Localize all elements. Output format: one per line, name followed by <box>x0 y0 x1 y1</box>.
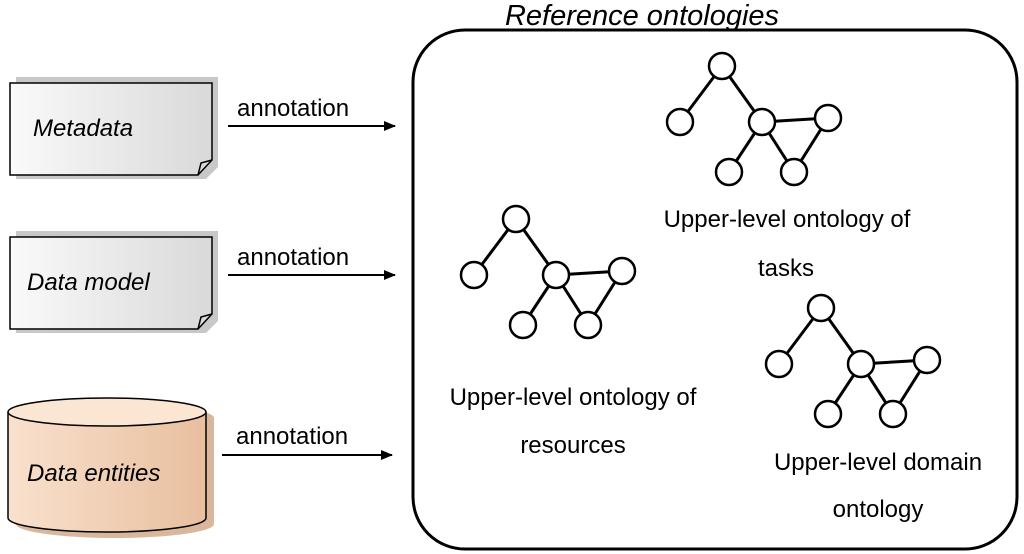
data-model-label: Data model <box>27 269 150 296</box>
data-model-document: Data model <box>9 231 218 333</box>
ontology-label-resources-line2: resources <box>520 432 625 459</box>
graph-node <box>607 256 637 286</box>
graph-node <box>912 345 942 375</box>
ontology-graph-domain <box>764 293 942 429</box>
diagram-title: Reference ontologies <box>505 0 779 32</box>
graph-node <box>501 204 531 234</box>
graph-node <box>806 293 836 323</box>
graph-node <box>846 349 876 379</box>
ontology-label-domain-line2: ontology <box>833 496 924 523</box>
metadata-document: Metadata <box>9 77 218 179</box>
graph-node <box>665 107 695 137</box>
graph-node <box>541 260 571 290</box>
graph-node <box>813 399 843 429</box>
ontology-label-domain-line1: Upper-level domain <box>774 449 982 476</box>
graph-node <box>508 310 538 340</box>
graph-node <box>779 157 809 187</box>
graph-node <box>573 310 603 340</box>
metadata-document-fold <box>197 159 213 176</box>
reference-ontologies-box <box>411 28 1019 551</box>
data-entities-cylinder: Data entities <box>7 397 214 538</box>
ontology-label-tasks-line2: tasks <box>758 255 814 282</box>
ontology-graph-tasks <box>665 51 843 187</box>
annotation-label: annotation <box>237 95 349 122</box>
data-model-document-shape <box>9 236 213 330</box>
metadata-document-shape <box>9 82 213 176</box>
data-entities-cylinder-body <box>7 412 207 533</box>
annotation-arrow-data-entities: annotation <box>222 423 393 460</box>
metadata-label: Metadata <box>33 115 133 142</box>
annotation-label: annotation <box>236 423 348 450</box>
annotation-arrow-data-model: annotation <box>228 244 396 280</box>
graph-node <box>747 107 777 137</box>
graph-node <box>707 51 737 81</box>
ontology-label-resources-line1: Upper-level ontology of <box>450 384 697 411</box>
ontology-graph-resources <box>459 204 637 340</box>
graph-node <box>714 157 744 187</box>
graph-node <box>813 103 843 133</box>
annotation-label: annotation <box>237 244 349 271</box>
graph-node <box>459 260 489 290</box>
data-model-document-fold <box>197 313 213 330</box>
ontology-label-tasks-line1: Upper-level ontology of <box>664 206 911 233</box>
graph-node <box>764 349 794 379</box>
data-entities-label: Data entities <box>27 460 160 487</box>
graph-node <box>878 399 908 429</box>
data-entities-cylinder-top <box>7 397 207 427</box>
annotation-arrow-metadata: annotation <box>228 95 396 131</box>
